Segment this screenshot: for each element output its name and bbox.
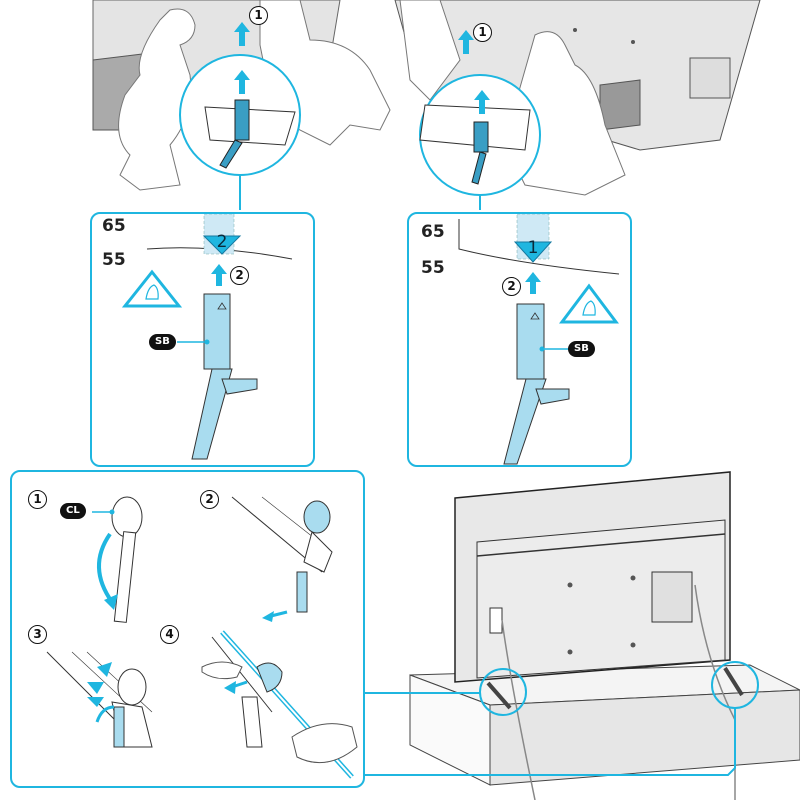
hand-icon <box>201 661 243 680</box>
final-scene-illustration <box>360 460 800 800</box>
press-arrow-icon <box>87 682 104 694</box>
press-arrow-icon <box>87 697 104 707</box>
stand-part-sb <box>503 303 570 465</box>
size-label-55: 55 <box>102 250 126 270</box>
top-scene-illustration: 1 1 <box>0 0 800 210</box>
stand-insert-drawing <box>458 214 620 465</box>
slot-number: 1 <box>527 238 539 258</box>
step-number-badge: 2 <box>502 277 521 296</box>
detail-panel-left: 65 55 2 2 SB <box>90 212 315 467</box>
cable-clamp-drawing <box>46 496 358 779</box>
up-arrow-icon <box>234 22 250 94</box>
step-number-badge: 4 <box>160 625 179 644</box>
step-number-badge: 1 <box>249 6 268 25</box>
detail-panel-right: 65 55 1 2 SB <box>407 212 632 467</box>
tv-stand-box-right <box>599 79 641 131</box>
slot-marker-triangle <box>513 241 553 263</box>
tv-rear-drawing <box>360 471 800 800</box>
press-arrow-icon <box>97 662 112 677</box>
part-label-cl: CL <box>60 503 86 519</box>
clamp-part-cl <box>111 496 143 623</box>
pinch-caution-icon <box>559 283 619 324</box>
slot-number: 2 <box>216 232 228 252</box>
top-scene-drawing <box>92 0 761 210</box>
hand-icon <box>291 723 358 764</box>
cable-clamp-panel: 1 CL 2 3 4 <box>10 470 365 788</box>
part-label-sb: SB <box>568 341 595 357</box>
part-label-sb: SB <box>149 334 176 350</box>
step-number-badge: 2 <box>200 490 219 509</box>
slot-marker-triangle <box>202 235 242 255</box>
up-arrow-icon <box>458 30 490 114</box>
step-number-badge: 3 <box>28 625 47 644</box>
pinch-caution-icon <box>121 269 183 308</box>
step-number-badge: 1 <box>28 490 47 509</box>
fold-arrow-icon <box>97 532 114 604</box>
magnify-circle-left <box>179 54 301 210</box>
step-number-badge: 1 <box>473 23 492 42</box>
person-left-1 <box>118 8 196 191</box>
size-label-65: 65 <box>421 222 445 242</box>
size-label-55: 55 <box>421 258 445 278</box>
size-label-65: 65 <box>102 216 126 236</box>
step-number-badge: 2 <box>230 266 249 285</box>
person-right-2 <box>399 0 461 101</box>
magnify-circle-right <box>419 74 541 210</box>
stand-insert-drawing <box>121 214 293 460</box>
stand-part-sb <box>191 293 258 460</box>
tv-terminal-box-right <box>689 57 731 99</box>
